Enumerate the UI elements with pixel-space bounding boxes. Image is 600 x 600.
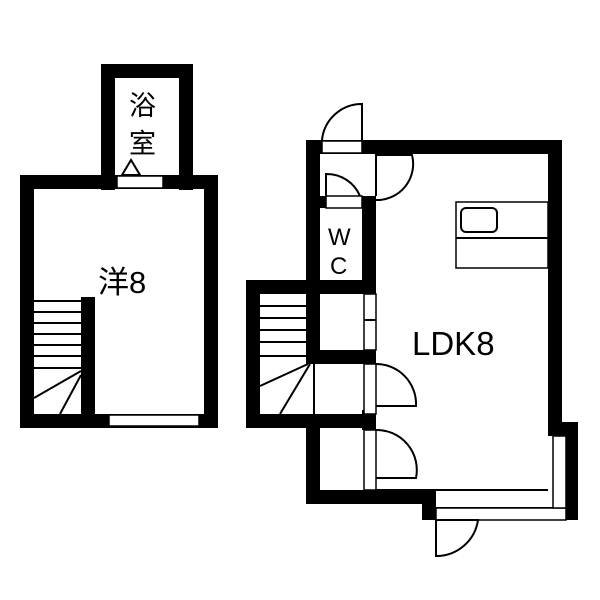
room-label-bath-2: 室 — [129, 129, 156, 159]
upper-floor — [20, 64, 218, 428]
stairs-upper-floor — [33, 300, 82, 415]
sink-icon — [460, 207, 498, 233]
room-label-bath-1: 浴 — [129, 91, 156, 121]
lower-closet-left-wall — [306, 414, 320, 504]
stair-closet-door[interactable] — [363, 363, 377, 415]
bath-right-wall — [179, 64, 193, 190]
entrance-threshold[interactable] — [435, 507, 567, 521]
bath-step-marker — [120, 158, 142, 176]
kitchen-counter — [455, 201, 549, 269]
wc-outer-door[interactable] — [321, 102, 363, 141]
lower-floor — [246, 102, 578, 558]
ldk-top-door[interactable] — [375, 154, 415, 202]
inner-wall-top — [362, 140, 376, 154]
room-label-ldk: LDK8 — [412, 325, 495, 362]
bath-left-wall — [101, 64, 115, 190]
closet-bottom-wall — [306, 350, 376, 364]
stair-partition-upper — [81, 297, 95, 417]
entrance-door[interactable] — [435, 519, 480, 558]
lower-closet-bottom-wall — [306, 490, 436, 504]
room-label-wc-2: C — [330, 253, 347, 280]
room-label-western: 洋8 — [98, 265, 146, 300]
entry-left-jog — [422, 490, 436, 520]
entry-right-wall — [566, 422, 578, 520]
entry-side-window — [552, 435, 567, 509]
lower-closet-door[interactable] — [363, 429, 377, 491]
bath-door-opening[interactable] — [116, 175, 164, 189]
wc-right-wall — [362, 196, 376, 294]
western-right-wall — [204, 175, 218, 428]
closet-swing-door[interactable] — [375, 428, 418, 479]
wc-door-opening[interactable] — [325, 195, 363, 209]
western-window — [108, 414, 200, 427]
bath-top-wall — [101, 64, 193, 78]
stair-hall-door[interactable] — [375, 362, 418, 407]
wc-door[interactable] — [325, 172, 361, 197]
stairs-lower-floor — [259, 305, 315, 415]
swing-doors — [321, 102, 480, 558]
ldk-right-wall — [548, 140, 562, 436]
stair-block-left-wall — [246, 280, 260, 428]
wc-outer-door-opening[interactable] — [321, 140, 363, 154]
western-left-wall — [20, 175, 34, 428]
stair-inner-wall — [306, 280, 320, 360]
closet-door-panel[interactable] — [363, 293, 377, 351]
closet-divider — [362, 410, 376, 430]
wc-left-wall — [306, 140, 320, 292]
room-label-wc-1: W — [328, 224, 351, 251]
